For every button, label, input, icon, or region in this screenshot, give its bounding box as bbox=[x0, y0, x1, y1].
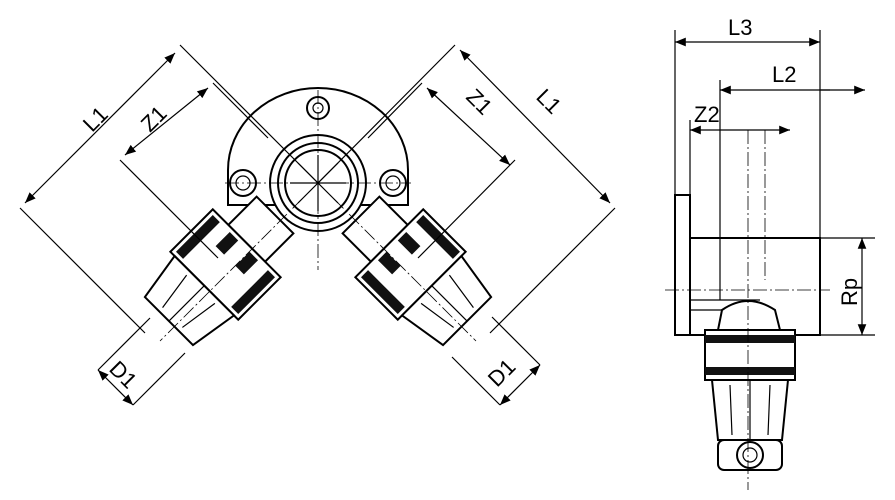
label-z2: Z2 bbox=[694, 102, 720, 127]
label-l3: L3 bbox=[728, 15, 752, 40]
label-z1-right: Z1 bbox=[461, 84, 497, 120]
label-d1-right: D1 bbox=[483, 354, 521, 392]
label-l1-left: L1 bbox=[78, 102, 113, 137]
label-l2: L2 bbox=[772, 62, 796, 87]
label-l1-right: L1 bbox=[531, 84, 566, 119]
dim-l1-left bbox=[24, 52, 176, 204]
side-view: L3 L2 Z2 Rp bbox=[665, 15, 875, 490]
label-z1-left: Z1 bbox=[136, 101, 172, 137]
dim-z1-left bbox=[124, 87, 209, 156]
label-rp: Rp bbox=[837, 278, 862, 306]
dim-d1-left bbox=[97, 369, 134, 406]
dim-l1-right bbox=[459, 49, 611, 204]
left-arm bbox=[143, 195, 295, 347]
side-fitting bbox=[704, 300, 796, 471]
front-view: L1 Z1 Z1 L1 D1 D1 bbox=[19, 44, 616, 406]
label-d1-left: D1 bbox=[104, 356, 142, 394]
side-plate bbox=[674, 194, 691, 336]
dim-d1-right bbox=[499, 364, 541, 406]
